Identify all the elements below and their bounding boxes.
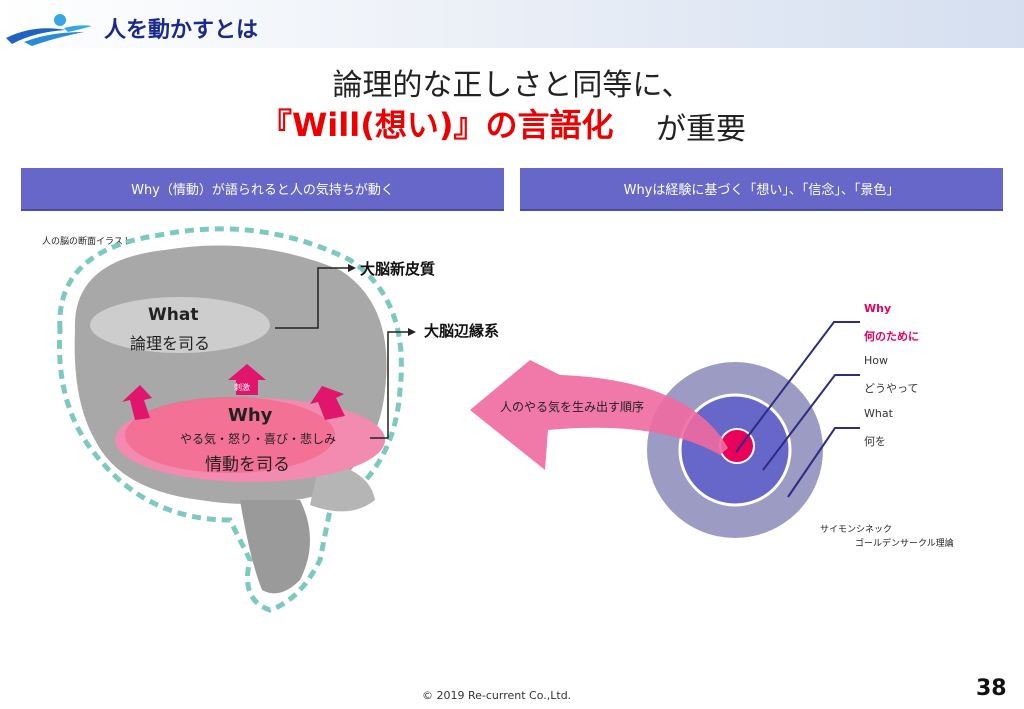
what-label: What <box>148 305 199 325</box>
headline-rest: が重要 <box>656 112 746 147</box>
why-emotions: やる気・怒り・喜び・悲しみ <box>180 432 337 446</box>
limbic-inner <box>125 397 335 473</box>
credit-theory: ゴールデンサークル理論 <box>855 539 954 549</box>
brain-caption: 人の脳の断面イラスト <box>42 237 132 247</box>
motivation-arrow <box>470 360 728 470</box>
brain-stem <box>240 500 310 594</box>
why-sub: 情動を司る <box>205 455 290 475</box>
headline-emphasis: 『Will(想い)』の言語化 <box>260 106 614 144</box>
stimulus-arrow-right <box>310 386 345 420</box>
headline-line1: 論理的な正しさと同等に、 <box>332 68 692 103</box>
what-region <box>90 297 270 353</box>
what-jp: 何を <box>864 435 886 448</box>
arrow-text: 人のやる気を生み出す順序 <box>500 400 645 414</box>
copyright: © 2019 Re-current Co.,Ltd. <box>422 689 572 702</box>
stimulus-label: 刺激 <box>234 383 250 392</box>
what-sub: 論理を司る <box>130 334 211 353</box>
header-bar: 人を動かすとは <box>0 0 1024 48</box>
brain-outline <box>57 226 404 613</box>
cortex-label: 大脳新皮質 <box>360 260 436 278</box>
why-label: Why <box>228 405 273 426</box>
header-title: 人を動かすとは <box>104 18 259 43</box>
why-en: Why <box>864 302 892 315</box>
stimulus-arrow-center <box>228 364 266 395</box>
limbic-label: 大脳辺縁系 <box>424 322 500 340</box>
what-en: What <box>864 407 893 420</box>
left-section-band: Why（情動）が語られると人の気持ちが動く <box>21 168 504 211</box>
how-jp: どうやって <box>864 382 919 395</box>
credit-author: サイモンシネック <box>820 525 893 535</box>
page-number: 38 <box>976 676 1007 701</box>
how-en: How <box>864 354 888 367</box>
company-logo <box>6 14 92 46</box>
stimulus-arrow-left <box>122 385 152 420</box>
right-section-band: Whyは経験に基づく「想い」、「信念」、「景色」 <box>520 168 1003 211</box>
why-jp: 何のために <box>864 330 919 343</box>
